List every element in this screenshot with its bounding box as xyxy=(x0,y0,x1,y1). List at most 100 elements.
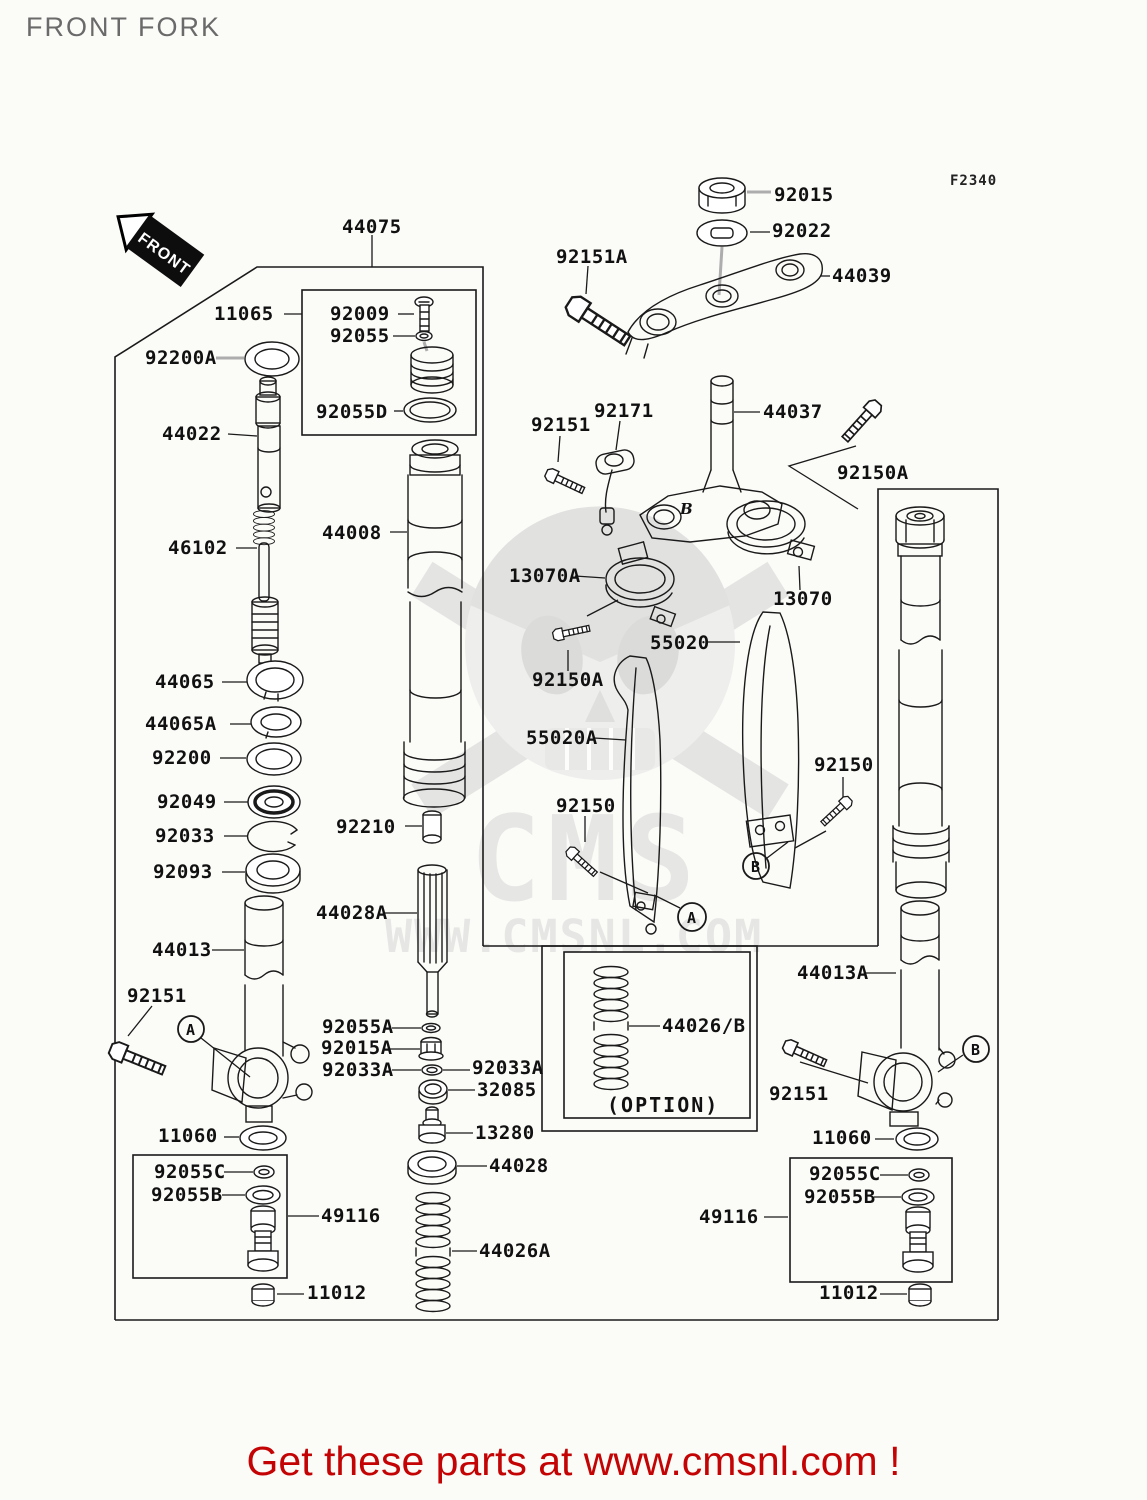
part-label-92055c-right: 92055C xyxy=(809,1163,881,1185)
part-label-92150-left: 92150 xyxy=(556,795,616,817)
part-lower-fork-clamp-44037 xyxy=(639,375,783,543)
cms-skull-logo xyxy=(411,506,789,819)
part-label-44013a: 44013A xyxy=(797,962,869,984)
part-oring-92055 xyxy=(415,330,433,342)
part-bushing-44065 xyxy=(246,660,304,702)
part-label-92151-mid: 92151 xyxy=(531,414,591,436)
part-label-92150a-mid: 92150A xyxy=(532,669,604,691)
panel-boxes xyxy=(114,266,999,1321)
part-clamp-13070 xyxy=(726,500,816,561)
part-screw-92009 xyxy=(414,296,434,332)
part-bolt-92151-right xyxy=(780,1037,829,1071)
part-label-46102: 46102 xyxy=(168,537,228,559)
part-label-92055b-right: 92055B xyxy=(804,1186,876,1208)
part-fork-spring-44026a-bottom xyxy=(415,1255,451,1313)
part-label-55020: 55020 xyxy=(650,632,710,654)
part-label-11065: 11065 xyxy=(214,303,274,325)
part-valve-92210 xyxy=(422,810,442,844)
part-ring-32085 xyxy=(418,1079,448,1105)
page-title: FRONT FORK xyxy=(26,12,221,42)
ref-circle-b-right xyxy=(962,1035,990,1063)
watermark-url-text: WWW.CMSNL.COM xyxy=(385,910,763,963)
part-oring-92055a xyxy=(421,1022,441,1034)
part-labels: F2340 44075 92151A 92015 92022 44039 110… xyxy=(127,173,997,1304)
part-label-92033a-right: 92033A xyxy=(472,1057,544,1079)
part-label-92093: 92093 xyxy=(153,861,213,883)
part-label-92171: 92171 xyxy=(594,400,654,422)
option-box xyxy=(563,951,751,1119)
part-label-92055a: 92055A xyxy=(322,1016,394,1038)
part-bolt-92150-right xyxy=(818,793,855,829)
part-label-11060-left: 11060 xyxy=(158,1125,218,1147)
part-label-44028a: 44028A xyxy=(316,902,388,924)
front-direction-arrow: FRONT xyxy=(116,212,205,288)
part-ring-92200 xyxy=(246,742,302,776)
ref-circle-a-guard xyxy=(677,902,707,932)
part-label-49116-right: 49116 xyxy=(699,1206,759,1228)
part-label-11060-right: 11060 xyxy=(812,1127,872,1149)
part-label-44008: 44008 xyxy=(322,522,382,544)
reference-letters: A A B B B xyxy=(186,500,980,1059)
part-label-92015: 92015 xyxy=(774,184,834,206)
part-fork-guard-55020a xyxy=(613,655,662,935)
ref-letter-b-guard: B xyxy=(751,858,760,876)
part-label-92049: 92049 xyxy=(157,791,217,813)
cms-watermark: CMS WWW.CMSNL.COM xyxy=(385,506,789,963)
figure-code: F2340 xyxy=(950,173,997,189)
ref-circle-b-guard xyxy=(742,852,770,880)
part-oring-92033a xyxy=(421,1064,443,1076)
part-label-92009: 92009 xyxy=(330,303,390,325)
valve-assy-box-left xyxy=(132,1154,288,1279)
ref-circle-a-left xyxy=(177,1015,205,1043)
ref-letter-a-left: A xyxy=(186,1021,195,1039)
part-spring-seat-44028 xyxy=(407,1150,457,1185)
part-label-55020a: 55020A xyxy=(526,727,598,749)
footer-cmsnl-link[interactable]: Get these parts at www.cmsnl.com ! xyxy=(246,1438,901,1484)
part-steering-lock-92171 xyxy=(595,449,635,536)
part-option-spring-break xyxy=(593,1021,629,1031)
part-bolt-92151a xyxy=(561,291,635,351)
part-label-44028: 44028 xyxy=(489,1155,549,1177)
part-label-92151-right: 92151 xyxy=(769,1083,829,1105)
part-label-44037: 44037 xyxy=(763,401,823,423)
part-label-92033a-left: 92033A xyxy=(322,1059,394,1081)
part-label-49116-left: 49116 xyxy=(321,1205,381,1227)
part-label-92200: 92200 xyxy=(152,747,212,769)
part-bolt-92150a-right xyxy=(838,396,885,446)
part-label-92022: 92022 xyxy=(772,220,832,242)
part-oring-92055d xyxy=(403,397,457,423)
part-plunger-44022 xyxy=(255,376,281,513)
part-damper-rod-44028a xyxy=(417,864,448,1018)
part-label-44065: 44065 xyxy=(155,671,215,693)
part-washer-92022 xyxy=(696,219,748,247)
part-bolt-92151-left xyxy=(106,1039,169,1080)
part-drawings xyxy=(106,177,956,1313)
part-upper-fork-clamp-44039 xyxy=(625,252,823,359)
part-nut-92015a xyxy=(418,1036,444,1061)
part-valve-assy-49116-right xyxy=(902,1206,934,1273)
part-label-92200a: 92200A xyxy=(145,347,217,369)
part-oring-92055c-left xyxy=(253,1165,275,1179)
part-inner-tube-44013 xyxy=(211,895,313,1123)
part-oring-11060-right xyxy=(895,1127,939,1151)
part-fork-cap xyxy=(410,346,454,394)
part-spring-break-marks xyxy=(415,1247,451,1257)
option-label: (OPTION) xyxy=(607,1093,719,1117)
part-label-92055: 92055 xyxy=(330,325,390,347)
part-fork-spring-44026a-top xyxy=(415,1191,451,1249)
part-fork-guard-55020 xyxy=(741,611,800,889)
part-label-13070a: 13070A xyxy=(509,565,581,587)
part-push-rod-46102 xyxy=(251,542,279,664)
part-label-92150a-right: 92150A xyxy=(837,462,909,484)
part-label-13070: 13070 xyxy=(773,588,833,610)
part-label-44026a: 44026A xyxy=(479,1240,551,1262)
part-label-44026b: 44026/B xyxy=(662,1015,746,1037)
part-label-11012-left: 11012 xyxy=(307,1282,367,1304)
part-cap-11012-left xyxy=(251,1283,275,1307)
part-label-32085: 32085 xyxy=(477,1079,537,1101)
part-spring-46102 xyxy=(253,510,275,546)
part-cap-11012-right xyxy=(908,1283,932,1307)
part-option-spring-bottom xyxy=(593,1033,629,1091)
part-ring-92200a xyxy=(244,341,300,377)
